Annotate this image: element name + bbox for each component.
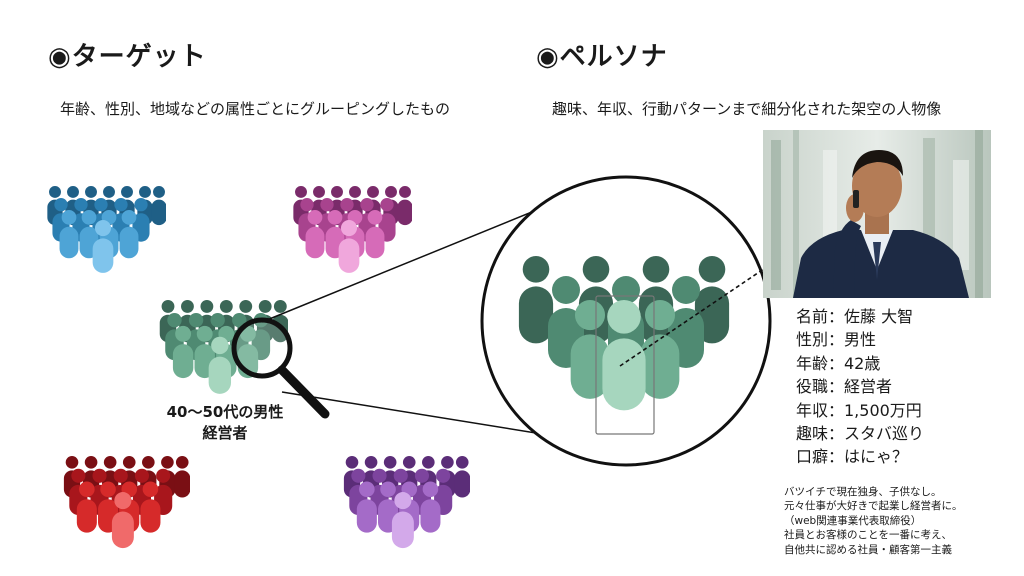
note-line: 社員とお客様のことを一番に考え、 <box>784 529 952 542</box>
persona-photo <box>763 130 991 298</box>
persona-description: 趣味、年収、行動パターンまで細分化された架空の人物像 <box>552 100 942 118</box>
person-icon <box>640 300 680 399</box>
person-icon <box>305 210 325 259</box>
purple-crowd-icon <box>340 456 470 562</box>
target-heading: ◉ターゲット <box>48 42 207 72</box>
person-icon <box>174 456 190 498</box>
profile-item: 性別：男性 <box>796 330 877 350</box>
person-icon <box>140 481 161 533</box>
note-line: 元々仕事が大好きで起業し経営者に。 <box>784 500 963 513</box>
profile-item: 趣味：スタバ巡り <box>796 424 925 444</box>
persona-notes: バツイチで現在独身、子供なし。元々仕事が大好きで起業し経営者に。（web関連事業… <box>784 485 963 557</box>
person-icon <box>365 210 385 259</box>
profile-item: 年収：1,500万円 <box>796 400 922 420</box>
pink-crowd-icon <box>290 186 412 286</box>
persona-heading: ◉ペルソナ <box>536 42 668 72</box>
profile-item: 年齢：42歳 <box>796 353 881 373</box>
selected-person-frame <box>595 295 655 435</box>
profile-item: 口癖：はにゃ？ <box>796 447 909 467</box>
person-icon <box>397 186 412 226</box>
person-icon <box>172 325 194 379</box>
green-crowd-icon <box>156 300 288 408</box>
person-icon <box>76 481 97 533</box>
person-icon <box>570 300 610 399</box>
person-icon <box>208 336 232 394</box>
person-icon <box>518 255 554 344</box>
person-icon <box>391 492 414 549</box>
person-icon <box>454 456 470 498</box>
person-icon <box>92 220 114 273</box>
note-line: （web関連事業代表取締役） <box>784 514 922 527</box>
blue-crowd-icon <box>44 186 166 286</box>
selected-person-icon <box>602 300 646 411</box>
profile-item: 名前：佐藤 大智 <box>796 307 914 326</box>
magnifier-icon <box>231 317 330 419</box>
persona-profile: 名前：佐藤 大智性別：男性年齢：42歳役職：経営者年収：1,500万円趣味：スタ… <box>796 305 924 469</box>
person-icon <box>638 255 674 344</box>
zoom-line-top <box>261 193 577 323</box>
red-crowd-icon <box>60 456 190 562</box>
person-icon <box>59 210 79 259</box>
note-line: バツイチで現在独身、子供なし。 <box>784 486 942 498</box>
person-icon <box>338 220 360 273</box>
person-icon <box>119 210 139 259</box>
target-label-line1: 40～50代の男性 <box>166 403 284 421</box>
target-label: 40～50代の男性 経営者 <box>150 402 300 444</box>
person-icon <box>420 481 441 533</box>
note-line: 自他共に認める社員・顧客第一主義 <box>784 543 952 556</box>
target-label-line2: 経営者 <box>202 424 248 442</box>
zoomed-crowd-icon <box>518 255 730 411</box>
profile-item: 役職：経営者 <box>796 377 893 397</box>
target-description: 年齢、性別、地域などの属性ごとにグルーピングしたもの <box>60 100 451 118</box>
person-icon <box>356 481 377 533</box>
person-icon <box>151 186 166 226</box>
person-icon <box>111 492 134 549</box>
